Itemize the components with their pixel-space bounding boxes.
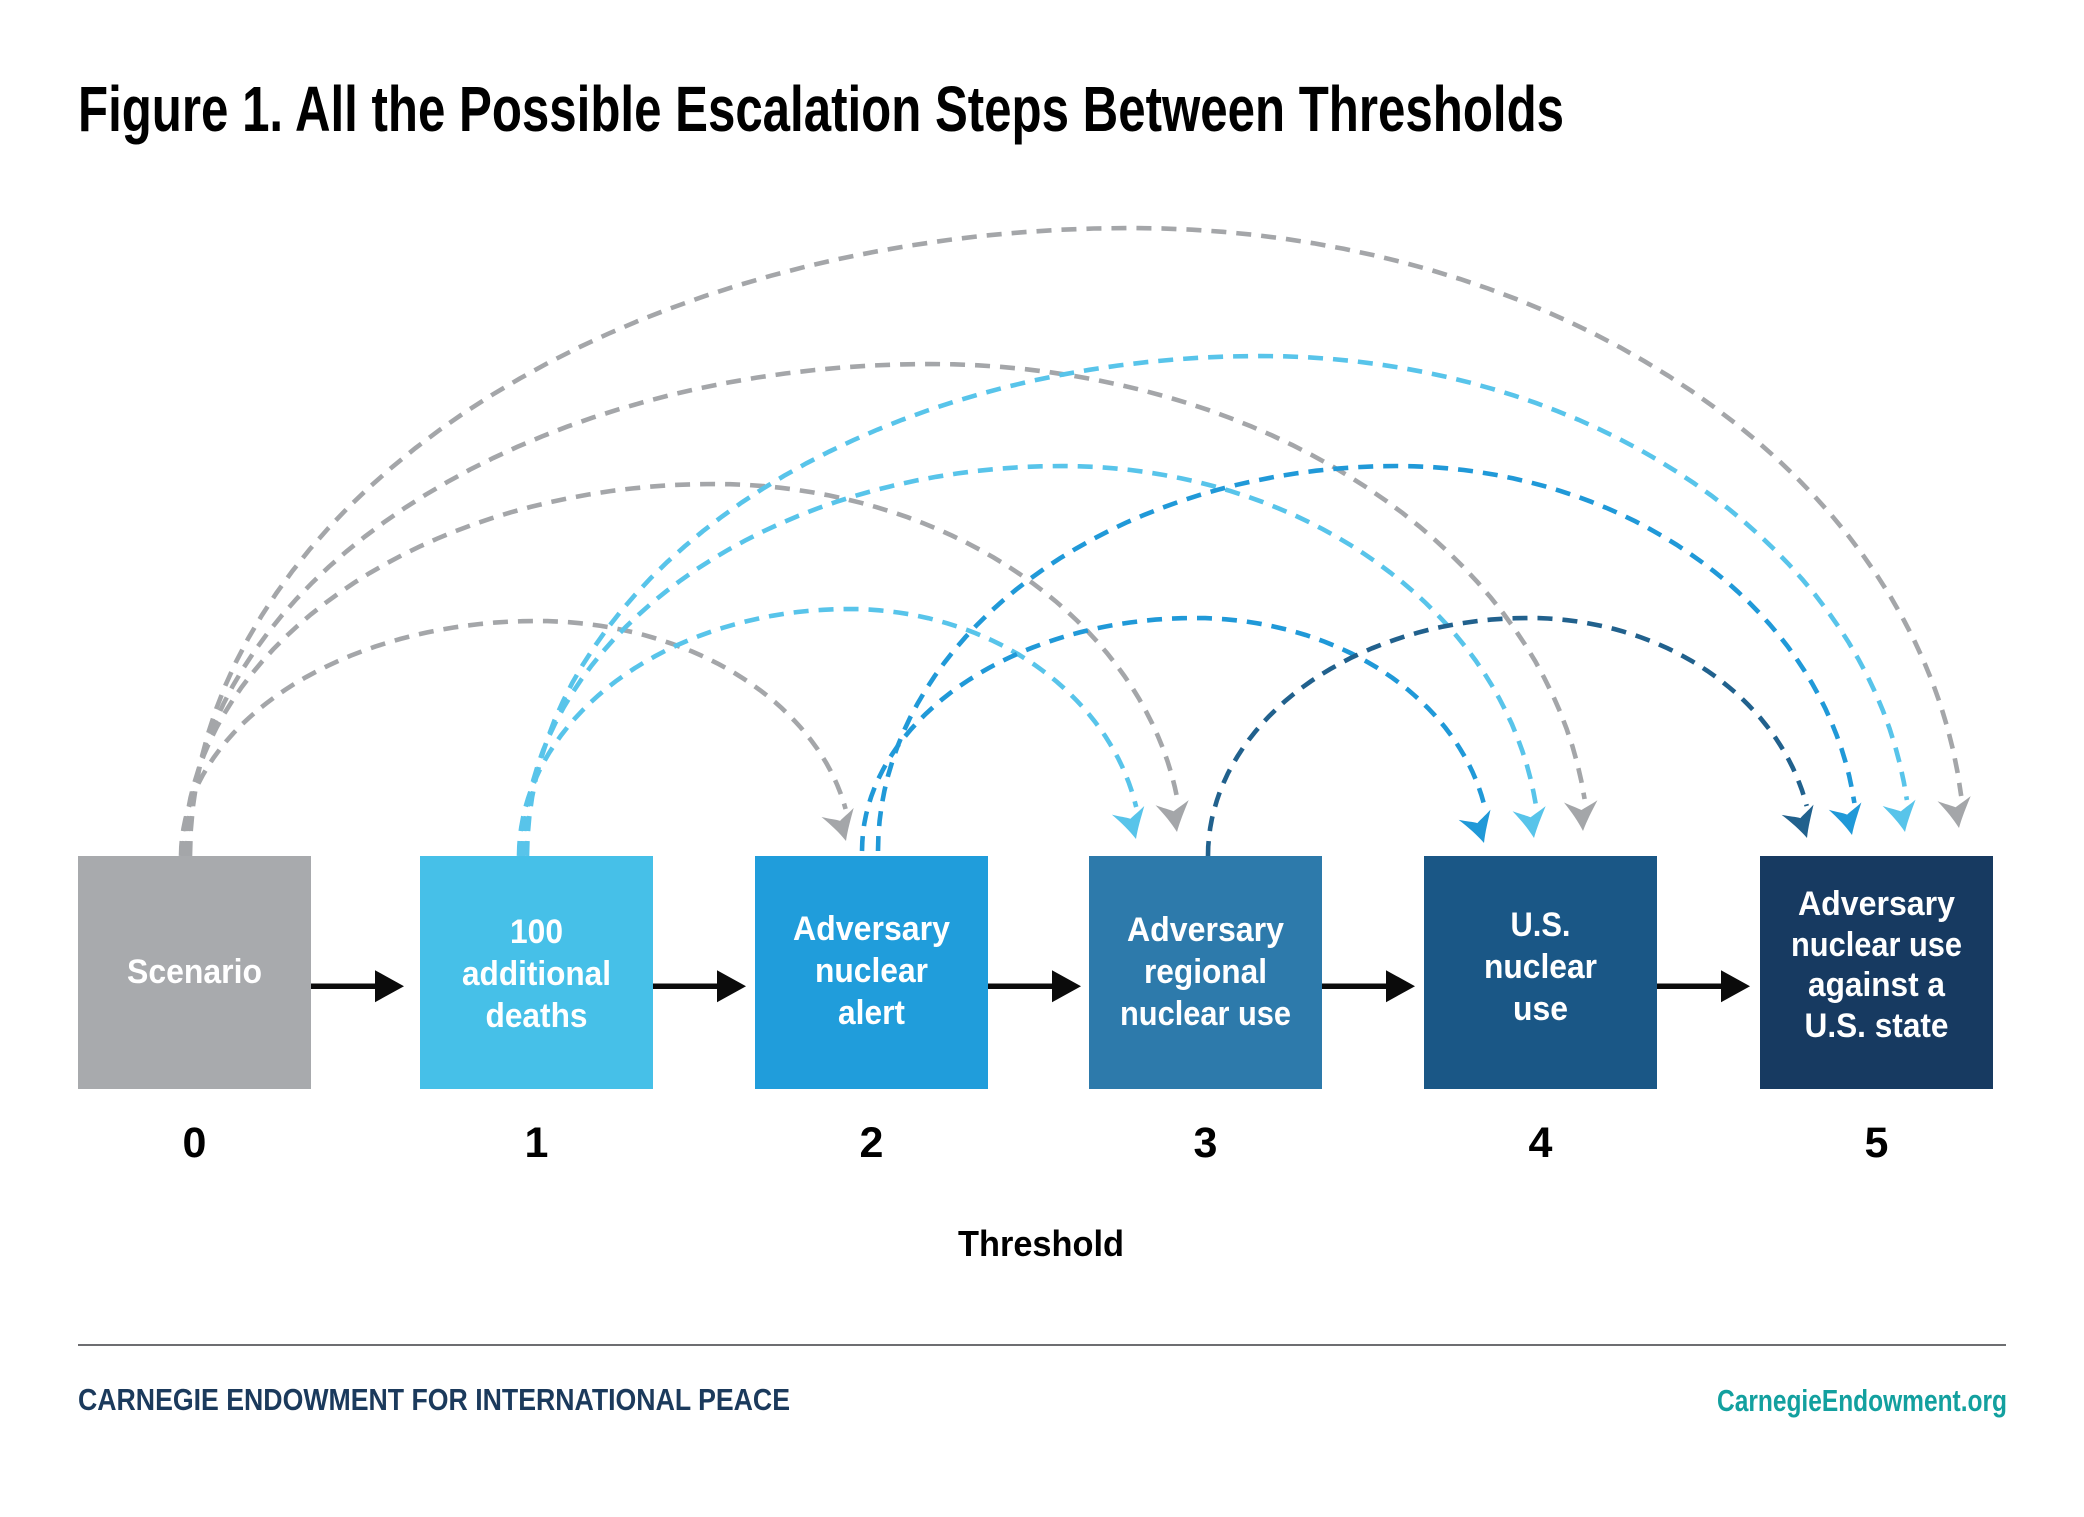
svg-text:additional: additional [462, 955, 611, 993]
svg-text:0: 0 [183, 1119, 207, 1167]
svg-text:nuclear use: nuclear use [1791, 926, 1962, 964]
svg-text:regional: regional [1144, 953, 1267, 991]
svg-text:3: 3 [1194, 1119, 1218, 1167]
svg-text:deaths: deaths [486, 997, 588, 1035]
svg-text:against a: against a [1808, 966, 1946, 1004]
svg-text:use: use [1513, 990, 1568, 1028]
svg-text:nuclear: nuclear [815, 952, 928, 990]
svg-text:Adversary: Adversary [1127, 911, 1284, 949]
svg-text:nuclear use: nuclear use [1120, 995, 1291, 1033]
svg-text:100: 100 [510, 913, 563, 951]
svg-text:Figure 1. All the Possible Esc: Figure 1. All the Possible Escalation St… [78, 73, 1564, 145]
svg-text:Adversary: Adversary [1798, 885, 1955, 923]
svg-text:1: 1 [525, 1119, 549, 1167]
svg-text:Threshold: Threshold [958, 1223, 1124, 1264]
svg-text:CARNEGIE ENDOWMENT FOR INTERNA: CARNEGIE ENDOWMENT FOR INTERNATIONAL PEA… [78, 1382, 790, 1417]
svg-text:5: 5 [1865, 1119, 1889, 1167]
svg-text:nuclear: nuclear [1484, 948, 1597, 986]
svg-text:Adversary: Adversary [793, 910, 950, 948]
svg-text:Scenario: Scenario [127, 953, 262, 991]
svg-text:U.S. state: U.S. state [1805, 1007, 1949, 1045]
svg-text:U.S.: U.S. [1511, 906, 1571, 944]
svg-text:alert: alert [838, 994, 905, 1032]
svg-text:CarnegieEndowment.org: CarnegieEndowment.org [1717, 1383, 2007, 1418]
svg-text:2: 2 [860, 1119, 884, 1167]
svg-text:4: 4 [1529, 1119, 1553, 1167]
